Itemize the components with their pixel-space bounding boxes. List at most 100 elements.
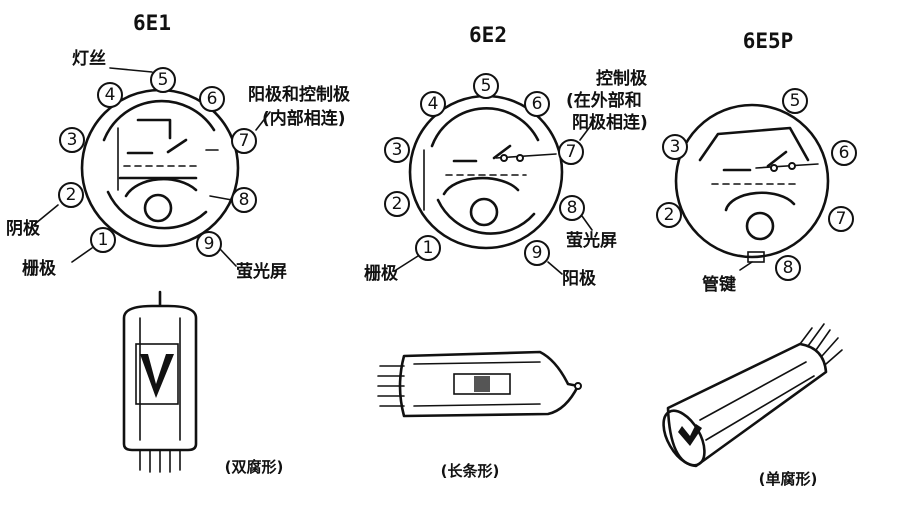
tube-6e2-label-screen: 萤光屏 — [566, 230, 617, 251]
tube-6e5p-lead — [755, 163, 819, 169]
tube-6e1-bulb-drawing: (双腐形) — [122, 290, 284, 476]
tube-6e1-screen-arc — [124, 177, 198, 198]
tube-6e1-leader-cathode — [29, 204, 59, 229]
tube-6e2-bulb-drawing: (长条形) — [377, 350, 582, 480]
tube-6e2-title: 6E2 — [469, 23, 507, 47]
svg-text:3: 3 — [670, 137, 681, 157]
tube-6e1-label-filament: 灯丝 — [72, 48, 106, 69]
tube-6e2-node-b — [516, 154, 524, 162]
tube-6e5p-envelope — [674, 103, 830, 259]
tube-6e1-pinout: 6E1 1 2 3 4 5 6 7 8 9 灯丝 阳极和控制极 — [6, 11, 350, 282]
tube-6e2-pin-1: 1 — [415, 235, 441, 261]
tube-6e1-leader-filament — [109, 67, 153, 73]
svg-text:6: 6 — [532, 94, 543, 114]
tube-6e2-label-control-3: 阳极相连) — [572, 112, 648, 133]
tube-6e2-pin-5: 5 — [473, 73, 499, 99]
svg-text:6: 6 — [207, 89, 218, 109]
tube-6e2-inner-arc-bottom — [436, 198, 536, 235]
tube-6e2-pin-7: 7 — [558, 139, 584, 165]
tube-6e5p-pin-2: 2 — [656, 202, 682, 228]
tube-6e1-label-grid: 栅极 — [22, 258, 56, 279]
svg-text:2: 2 — [392, 194, 403, 214]
tube-6e1-leader-grid — [71, 247, 93, 263]
tube-6e1-pin-3: 3 — [59, 127, 85, 153]
tube-6e2-pin-2: 2 — [384, 191, 410, 217]
tube-6e2-node-a — [500, 154, 508, 162]
tube-6e1-pin-2: 2 — [58, 182, 84, 208]
tube-6e2-leader-grid — [395, 255, 419, 271]
svg-text:3: 3 — [392, 140, 403, 160]
tube-6e1-key — [143, 193, 173, 223]
svg-text:9: 9 — [204, 234, 215, 254]
svg-text:9: 9 — [532, 243, 543, 263]
tube-6e1-pin-7: 7 — [231, 128, 257, 154]
tube-6e1-inner-arc-top — [102, 99, 216, 142]
svg-text:2: 2 — [66, 185, 77, 205]
tube-6e1-envelope — [80, 88, 240, 248]
tube-6e2-label-control-2: (在外部和 — [566, 90, 642, 111]
svg-text:2: 2 — [664, 205, 675, 225]
tube-6e1-lead-8 — [209, 195, 233, 201]
tube-6e1-pin-9: 9 — [196, 231, 222, 257]
tube-6e1-label-cathode: 阴极 — [6, 219, 40, 239]
tube-6e2-leader-anode — [547, 261, 563, 275]
svg-text:1: 1 — [423, 238, 434, 258]
tube-6e1-pin-8: 8 — [231, 187, 257, 213]
tube-6e2-control-electrode — [492, 144, 512, 160]
tube-6e5p-screen-arc — [724, 191, 796, 212]
svg-text:8: 8 — [567, 198, 578, 218]
svg-text:8: 8 — [783, 258, 794, 278]
tube-6e1-label-anode-1: 阳极和控制极 — [248, 84, 350, 105]
svg-text:4: 4 — [105, 85, 116, 105]
svg-text:5: 5 — [481, 76, 492, 96]
tube-6e2-screen-arc — [442, 176, 520, 196]
tube-6e5p-pin-3: 3 — [662, 134, 688, 160]
tube-6e5p-shape-caption: (单腐形) — [759, 470, 818, 488]
tube-6e2-label-anode: 阳极 — [562, 269, 596, 289]
tube-6e1-leader-anode — [255, 111, 271, 131]
tube-6e2-pin-6: 6 — [524, 91, 550, 117]
svg-text:7: 7 — [836, 209, 847, 229]
tube-6e2-key — [469, 197, 499, 227]
tube-6e2-pin-9: 9 — [524, 240, 550, 266]
svg-text:8: 8 — [239, 190, 250, 210]
tube-6e2-leader-screen — [581, 215, 593, 231]
tube-6e1-pin-6: 6 — [199, 86, 225, 112]
tube-6e2-leader-control — [579, 123, 593, 141]
tube-6e1-label-screen: 萤光屏 — [236, 261, 287, 282]
tube-6e2-pin-4: 4 — [420, 91, 446, 117]
svg-text:7: 7 — [566, 142, 577, 162]
tube-6e2-inner-arc-top — [430, 107, 540, 148]
tube-6e1-label-anode-2: (内部相连) — [262, 108, 346, 129]
tube-6e1-filament-wire — [136, 118, 172, 140]
tube-6e5p-pinout: 6E5P 2 3 5 6 7 8 管键 — [656, 29, 857, 295]
tube-6e1-pin-4: 4 — [97, 82, 123, 108]
svg-text:6: 6 — [839, 143, 850, 163]
tube-6e5p-base-key — [747, 251, 765, 263]
tube-6e5p-inner-frame — [698, 126, 810, 162]
tube-6e1-pin-5: 5 — [150, 67, 176, 93]
tube-6e5p-bulb-drawing: (单腐形) — [662, 323, 843, 488]
tube-6e5p-label-base-key: 管键 — [702, 274, 736, 295]
tube-6e5p-pin-8: 8 — [775, 255, 801, 281]
svg-text:5: 5 — [790, 91, 801, 111]
tube-6e1-leader-screen — [220, 249, 237, 267]
tube-6e5p-pin-7: 7 — [828, 206, 854, 232]
tube-6e2-pin-8: 8 — [559, 195, 585, 221]
tube-6e2-label-grid: 栅极 — [364, 263, 398, 284]
tube-6e2-pin-3: 3 — [384, 137, 410, 163]
tube-6e1-shape-caption: (双腐形) — [225, 458, 284, 476]
tube-6e5p-control-electrode — [766, 150, 788, 168]
tube-6e1-pin-1: 1 — [90, 227, 116, 253]
tube-6e5p-node-b — [788, 162, 796, 170]
tube-6e1-control-electrode — [166, 138, 188, 154]
svg-text:3: 3 — [67, 130, 78, 150]
svg-text:1: 1 — [98, 230, 109, 250]
tube-6e5p-pin-6: 6 — [831, 140, 857, 166]
tube-6e1-inner-arc-bottom — [106, 190, 208, 230]
tube-6e2-label-control-1: 控制极 — [596, 68, 647, 89]
tube-6e5p-key — [745, 211, 775, 241]
tube-6e5p-title: 6E5P — [743, 29, 794, 53]
tube-6e1-title: 6E1 — [133, 11, 171, 35]
